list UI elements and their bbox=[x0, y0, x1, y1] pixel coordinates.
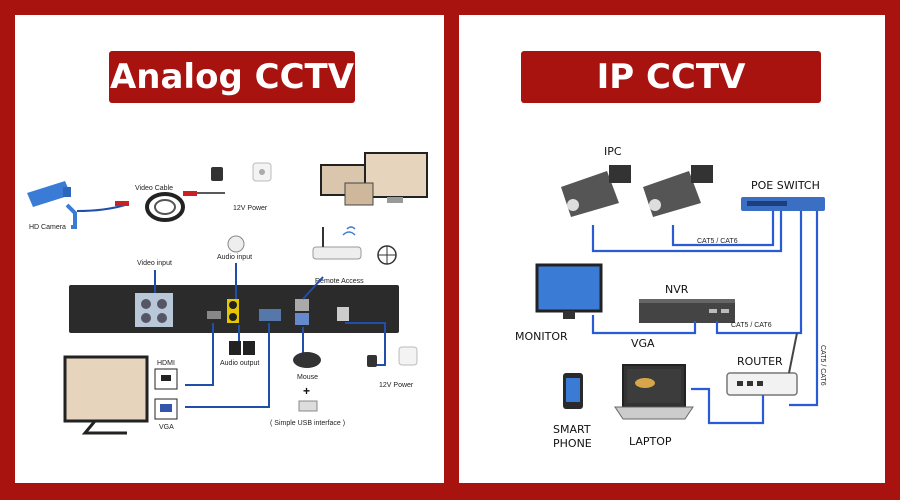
ip-camera-1-icon bbox=[561, 165, 631, 217]
ip-camera-2-icon bbox=[643, 165, 713, 217]
cat-vertical-label: CAT5 / CAT6 bbox=[819, 345, 826, 386]
audio-output-label: Audio output bbox=[220, 360, 259, 367]
hd-camera-label: HD Camera bbox=[29, 224, 66, 231]
router-icon bbox=[312, 226, 362, 260]
microphone-icon bbox=[227, 235, 245, 253]
cat-top-label: CAT5 / CAT6 bbox=[697, 238, 738, 245]
ip-cctv-title: IP CCTV System bbox=[521, 51, 821, 149]
speaker-icon bbox=[229, 341, 255, 355]
remote-access-label: Remote Access bbox=[315, 278, 364, 285]
usb-label: ( Simple USB interface ) bbox=[270, 420, 345, 427]
smart-phone-icon bbox=[563, 373, 583, 409]
mouse-label: Mouse bbox=[297, 374, 318, 381]
cat-mid-label: CAT5 / CAT6 bbox=[731, 322, 772, 329]
nvr-label: NVR bbox=[665, 283, 689, 296]
router-label: ROUTER bbox=[737, 355, 783, 368]
video-input-label: Video input bbox=[137, 260, 172, 267]
usb-drive-icon bbox=[298, 400, 318, 412]
ip-cctv-panel: IP CCTV System IPC POE SWITCH CAT5 / CAT… bbox=[459, 15, 885, 483]
analog-cctv-title: Analog CCTV bbox=[109, 51, 355, 103]
poe-switch-label: POE SWITCH bbox=[751, 179, 820, 192]
dvr-box bbox=[69, 285, 399, 333]
monitor-label: MONITOR bbox=[515, 330, 568, 343]
laptop-icon bbox=[614, 364, 694, 420]
mouse-icon bbox=[293, 352, 321, 368]
hdmi-label: HDMI bbox=[157, 360, 175, 367]
internet-globe-icon bbox=[377, 245, 397, 265]
vga-link-label: VGA bbox=[631, 337, 655, 350]
smart-phone-label-2: PHONE bbox=[553, 437, 592, 450]
power-bottom-label: 12V Power bbox=[379, 382, 414, 389]
laptop-label: LAPTOP bbox=[629, 435, 672, 448]
router-icon bbox=[726, 332, 798, 396]
ip-diagram: IPC POE SWITCH CAT5 / CAT6 NVR bbox=[515, 145, 826, 450]
power-adapter-bottom-icon bbox=[367, 355, 377, 367]
plus-label: + bbox=[303, 384, 310, 398]
monitor-top-icon bbox=[320, 152, 428, 206]
video-cable-icon bbox=[76, 191, 225, 222]
ipc-label: IPC bbox=[604, 145, 622, 158]
smart-phone-label-1: SMART bbox=[553, 423, 591, 436]
monitor-icon bbox=[535, 263, 603, 319]
nvr-icon bbox=[639, 299, 735, 323]
analog-cctv-panel: Analog CCTV HD Camera Video Cable 12V Po… bbox=[15, 15, 444, 483]
analog-diagram: HD Camera Video Cable 12V Power bbox=[27, 152, 428, 435]
monitor-bottom-icon bbox=[63, 355, 149, 435]
power-top-label: 12V Power bbox=[233, 205, 268, 212]
video-cable-label: Video Cable bbox=[135, 185, 173, 192]
vga-label: VGA bbox=[159, 424, 174, 431]
power-adapter-icon bbox=[211, 162, 272, 182]
hd-camera-icon bbox=[27, 181, 77, 229]
audio-input-label: Audio input bbox=[217, 254, 252, 261]
